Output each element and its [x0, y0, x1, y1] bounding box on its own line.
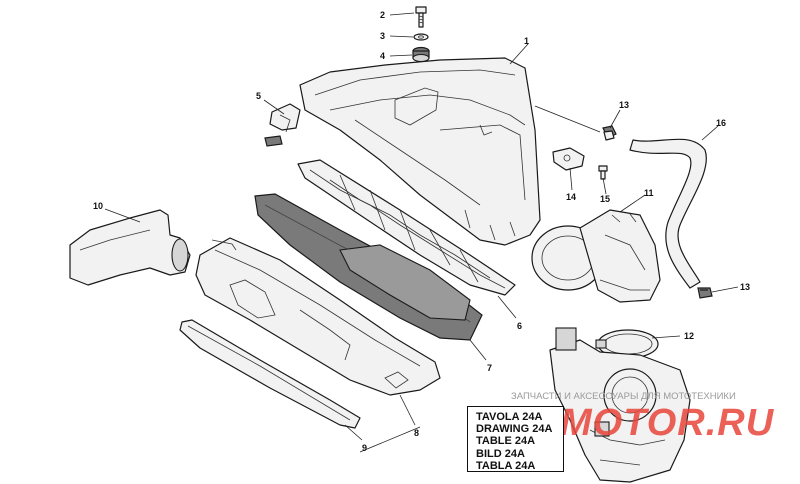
part-9-seal-strip: [179, 319, 361, 429]
callout-1: 1: [524, 36, 529, 46]
throttle-body: [549, 327, 691, 483]
callout-6: 6: [517, 321, 522, 331]
callout-9: 9: [362, 443, 367, 453]
drawing-label-line: BILD 24A: [476, 447, 525, 460]
part-3-washer: [413, 33, 429, 41]
part-14-bracket: [552, 147, 585, 171]
drawing-label-line: DRAWING 24A: [476, 423, 553, 436]
callout-13-upper: 13: [619, 100, 629, 110]
part-8-lower-housing: [195, 237, 441, 396]
part-11-intake-boot: [531, 209, 661, 303]
callout-14: 14: [566, 192, 576, 202]
drawing-label-line: TABLA 24A: [476, 459, 536, 472]
callout-15: 15: [600, 194, 610, 204]
drawing-label-box: TAVOLA 24A DRAWING 24A TABLE 24A BILD 24…: [467, 406, 564, 472]
callout-13-lower: 13: [740, 282, 750, 292]
drawing-label-line: TAVOLA 24A: [476, 411, 543, 423]
part-15-screw: [598, 165, 608, 180]
callout-8: 8: [414, 428, 419, 438]
callout-3: 3: [380, 31, 385, 41]
callout-12: 12: [684, 331, 694, 341]
callout-16: 16: [716, 118, 726, 128]
callout-5: 5: [256, 91, 261, 101]
part-5-clip: [264, 103, 301, 147]
callout-7: 7: [487, 363, 492, 373]
part-7-filter-element: [254, 193, 483, 341]
callout-4: 4: [380, 51, 385, 61]
callout-numbers: 1 2 3 4 5 6 7 8 9 10 11 12 13 13 14 15 1…: [93, 10, 750, 453]
part-16-breather-hose: [629, 138, 707, 289]
part-6-filter-frame: [297, 159, 516, 296]
callout-10: 10: [93, 201, 103, 211]
part-1-airbox-housing: [299, 57, 541, 246]
part-4-grommet: [412, 46, 430, 63]
drawing-label-line: TABLE 24A: [476, 435, 536, 448]
part-13-clip-upper: [602, 125, 617, 141]
callout-2: 2: [380, 10, 385, 20]
leader-lines: [104, 12, 739, 453]
part-2-screw: [415, 6, 427, 28]
watermark-brand: MOTOR.RU: [560, 402, 775, 444]
watermark-subtitle: ЗАПЧАСТИ И АКСЕССУАРЫ ДЛЯ МОТОТЕХНИКИ: [511, 391, 736, 402]
part-13-clip-lower: [697, 287, 713, 299]
callout-11: 11: [644, 188, 654, 198]
part-10-intake-snorkel: [69, 209, 191, 286]
